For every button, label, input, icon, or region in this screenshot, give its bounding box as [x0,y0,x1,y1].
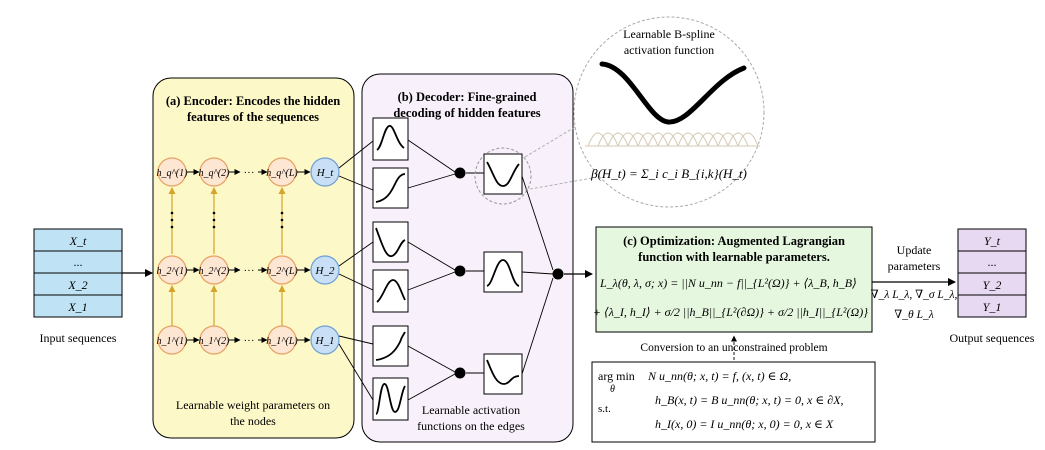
gradient-label-line2: ∇_θ L_λ [894,309,933,321]
row-ellipsis: ··· [244,335,255,347]
hidden-node-2-2 [199,255,229,285]
hidden-node-1-L-label: h_1^(L) [266,336,298,347]
hidden-node-2-1 [157,255,187,285]
hidden-node-1-1-label: h_1^(1) [157,336,189,347]
hidden-node-2-1-label: h_2^(1) [157,266,189,277]
activation-box [483,251,523,293]
encoder-row-2: h_2^(1) h_2^(2) ··· h_2^(L) H_2 [157,255,340,285]
hidden-node-2-L-label: h_2^(L) [266,266,298,277]
hidden-node-2-L [267,255,297,285]
final-sum-node [552,268,564,280]
hidden-node-1-2 [199,325,229,355]
optimization-title-line1: (c) Optimization: Augmented Lagrangian [623,234,845,248]
zoom-indicator-circle [474,147,532,205]
decoder-title-line1: (b) Decoder: Fine-grained [398,90,537,104]
output-node-h1 [310,325,340,355]
output-node-h2-label: H_2 [315,265,335,277]
hidden-node-1-1 [157,325,187,355]
hidden-node-1-L [267,325,297,355]
bspline-basis [585,132,760,147]
update-label-line2: parameters [888,259,941,273]
constraint-boundary: h_B(x, t) = B u_nn(θ; x, t) = 0, x ∈ ∂X, [655,393,844,407]
hidden-node-1-2-label: h_1^(2) [199,336,231,347]
input-sequences: X_t ... X_2 X_1 Input sequences [33,228,123,345]
activation-box [372,377,409,421]
constrained-problem: arg min θ s.t. N u_nn(θ; x, t) = f, (x, … [591,361,876,443]
argmin-label: arg min [598,369,635,383]
bspline-formula: β(H_t) = Σ_i c_i B_{i,k}(H_t) [590,166,747,181]
lagrangian-eq-line1: L_λ(θ, λ, σ; x) = ||N u_nn − f||_{L²(Ω)}… [599,276,857,290]
output-node-h2 [310,255,340,285]
activation-box [372,167,409,209]
hidden-node-q-2 [199,157,229,187]
decoder-caption-line1: Learnable activation [422,403,520,417]
output-node-ht [310,157,340,187]
encoder-row-1: h_1^(1) h_1^(2) ··· h_1^(L) H_1 [157,325,340,355]
encoder-title-line1: (a) Encoder: Encodes the hidden [166,94,340,108]
optimization-title-line2: function with learnable parameters. [638,250,830,264]
decoder-title-line2: decoding of hidden features [393,106,540,120]
output-cell-y1: Y_1 [983,300,1002,314]
output-node-h1-label: H_1 [315,335,335,347]
hidden-node-q-2-label: h_q^(2) [199,168,231,179]
decoder-caption-line2: functions on the edges [417,419,525,433]
constraint-initial: h_I(x, 0) = I u_nn(θ; x, 0) = 0, x ∈ X [655,417,834,431]
output-cell-y2: Y_2 [983,278,1002,292]
zoom-title-line1: Learnable B-spline [623,27,715,41]
activation-box [372,117,409,161]
subject-to-label: s.t. [598,403,611,415]
activation-box [372,325,409,367]
output-sequences: Y_t ... Y_2 Y_1 Output sequences [950,228,1035,345]
update-label-line1: Update [897,243,932,257]
encoder-caption-line1: Learnable weight parameters on [176,398,330,412]
vertical-ellipsis [170,211,284,229]
zoom-title-line2: activation function [624,43,714,57]
hidden-node-2-2-label: h_2^(2) [199,266,231,277]
lagrangian-eq-line2: + ⟨λ_I, h_I⟩ + σ/2 ||h_B||_{L²(∂Ω)} + σ/… [593,305,868,319]
input-cell-x2: X_2 [67,278,87,292]
input-cell-x1: X_1 [67,300,87,314]
activation-box [372,221,409,263]
constraint-pde: N u_nn(θ; x, t) = f, (x, t) ∈ Ω, [647,369,791,383]
sum-node [454,265,466,277]
bspline-curve [599,61,747,125]
activation-box [483,353,523,395]
optimization-panel: (c) Optimization: Augmented Lagrangian f… [593,226,873,333]
hidden-node-q-1-label: h_q^(1) [157,168,189,179]
encoder-title-line2: features of the sequences [187,110,319,124]
output-node-ht-label: H_t [316,167,334,179]
row-ellipsis: ··· [244,265,255,277]
row-ellipsis: ··· [244,167,255,179]
output-cell-yt: Y_t [984,234,1001,248]
hidden-node-q-L [267,157,297,187]
activation-box [483,153,523,195]
encoder-caption-line2: the nodes [230,414,276,428]
input-cell-ellipsis: ... [74,255,83,269]
argmin-theta: θ [610,384,615,395]
encoder-row-q: h_q^(1) h_q^(2) ··· h_q^(L) H_t [157,157,340,187]
conversion-label: Conversion to an unconstrained problem [640,342,827,354]
output-caption: Output sequences [950,331,1035,345]
sum-node [454,367,466,379]
decoder-panel: (b) Decoder: Fine-grained decoding of hi… [338,73,574,443]
input-cell-xt: X_t [69,234,87,248]
activation-box [372,269,409,313]
hidden-node-q-L-label: h_q^(L) [266,168,298,179]
output-cell-ellipsis: ... [988,255,997,269]
encoder-panel: (a) Encoder: Encodes the hidden features… [152,77,355,439]
input-caption: Input sequences [40,331,117,345]
hidden-node-q-1 [157,157,187,187]
bspline-zoom: Learnable B-spline activation function β… [524,16,765,208]
sum-node [454,167,466,179]
gradient-label-line1: ∇_λ L_λ, ∇_σ L_λ, [871,289,958,301]
